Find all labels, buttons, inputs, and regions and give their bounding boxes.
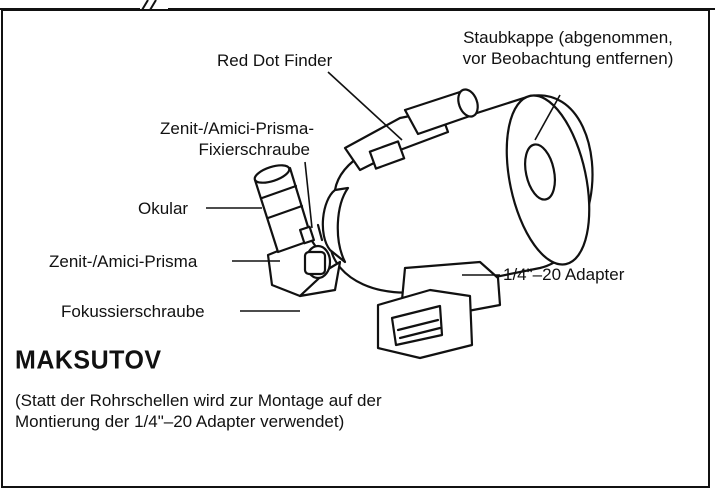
label-prism: Zenit-/Amici-Prisma [49,252,198,271]
diagram-title: MAKSUTOV [15,345,162,375]
diagram-frame [1,9,710,488]
label-dust-cap-line1: Staubkappe (abgenommen, [463,28,673,47]
leader-red-dot-finder [327,71,403,141]
label-eyepiece: Okular [138,199,189,218]
leader-prism-screw [304,161,313,229]
label-dust-cap: Staubkappe (abgenommen, vor Beobachtung … [432,27,704,69]
leader-dust-cap [534,94,561,141]
label-prism-screw-line2: Fixierschraube [198,140,311,159]
label-adapter: 1/4"–20 Adapter [503,265,625,284]
secondary-spot [524,143,556,201]
label-prism-screw: Zenit-/Amici-Prisma- Fixierschraube [100,118,314,160]
label-dust-cap-line2: vor Beobachtung entfernen) [462,49,674,68]
mounting-note: (Statt der Rohrschellen wird zur Montage… [15,390,535,432]
mounting-note-line1: (Statt der Rohrschellen wird zur Montage… [15,391,382,410]
label-prism-screw-line1: Zenit-/Amici-Prisma- [160,119,314,138]
label-focus-knob: Fokussierschraube [61,302,205,321]
label-red-dot-finder: Red Dot Finder [217,51,333,70]
mounting-note-line2: Montierung der 1/4"–20 Adapter verwendet… [15,412,345,431]
